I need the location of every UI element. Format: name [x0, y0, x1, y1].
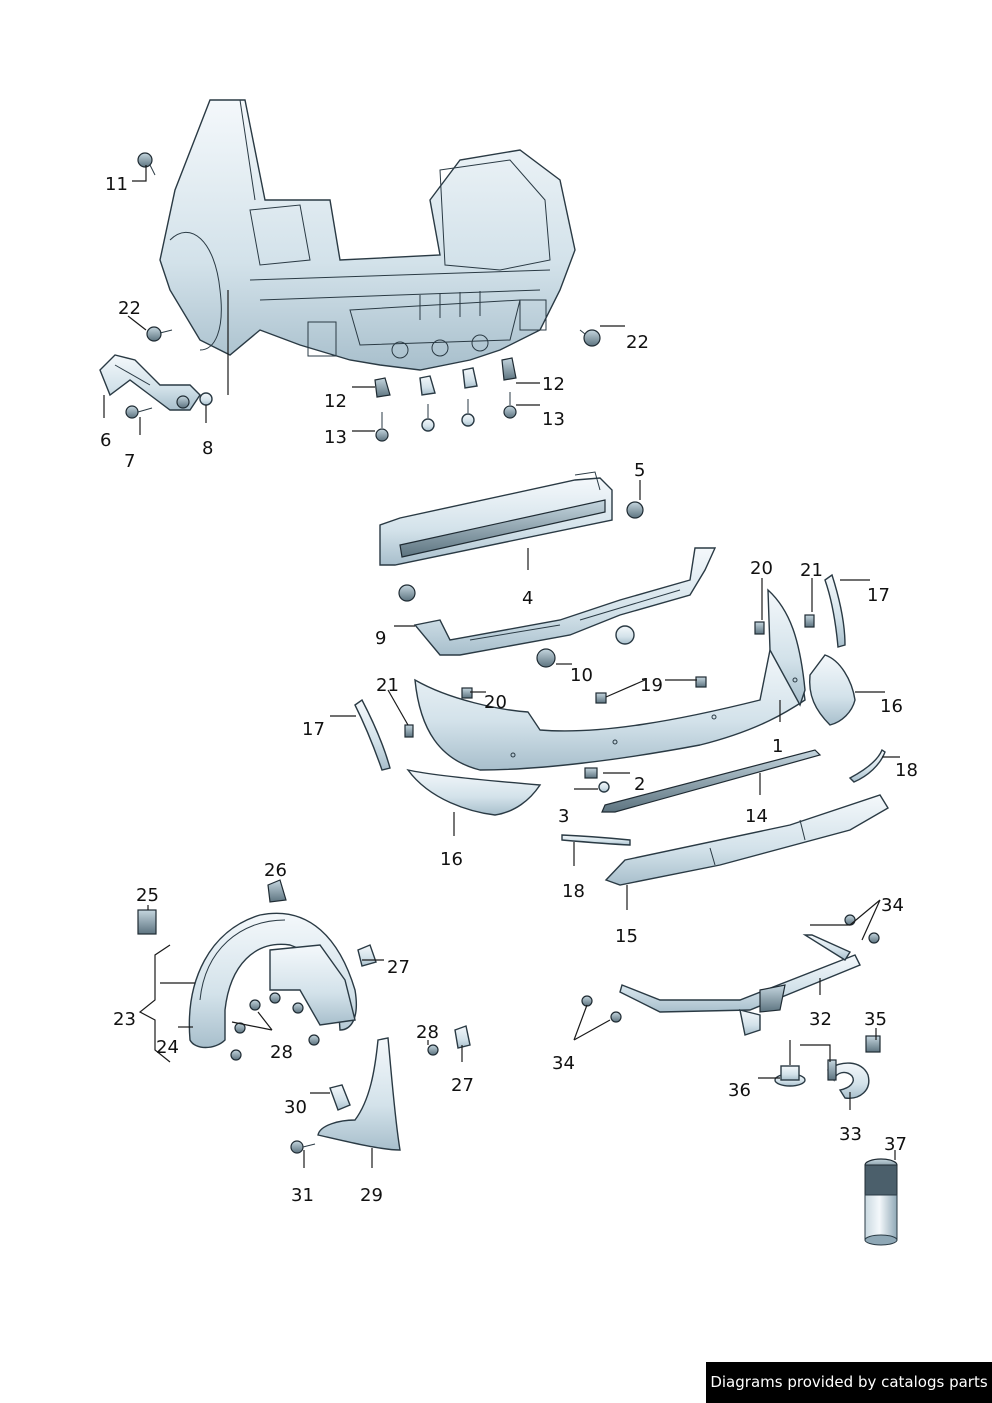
corner-covers — [406, 654, 856, 816]
callout-27-upper: 27 — [387, 957, 410, 978]
bumper-cover — [414, 588, 806, 771]
callout-31: 31 — [291, 1185, 314, 1206]
callout-30: 30 — [284, 1097, 307, 1118]
callout-13-left: 13 — [324, 427, 347, 448]
callout-9: 9 — [375, 628, 386, 649]
callout-16-right: 16 — [880, 696, 903, 717]
tow-bar-assembly — [581, 914, 881, 1099]
callout-36: 36 — [728, 1080, 751, 1101]
callout-5: 5 — [634, 460, 645, 481]
rear-body-shell — [159, 99, 576, 371]
callout-34-left: 34 — [552, 1053, 575, 1074]
clips-and-screws — [374, 357, 517, 442]
bumper-guide-bracket — [413, 547, 717, 668]
callout-25: 25 — [136, 885, 159, 906]
credit-banner: Diagrams provided by catalogs parts — [706, 1362, 992, 1403]
leader-lines — [103, 165, 900, 1168]
callout-6: 6 — [100, 430, 111, 451]
callout-26: 26 — [264, 860, 287, 881]
rear-diffuser — [604, 794, 889, 886]
callout-3: 3 — [558, 806, 569, 827]
callout-21-left: 21 — [376, 675, 399, 696]
callout-4: 4 — [522, 588, 533, 609]
callout-21-right: 21 — [800, 560, 823, 581]
callout-11: 11 — [105, 174, 128, 195]
callout-13-right: 13 — [542, 409, 565, 430]
callout-18-left: 18 — [562, 881, 585, 902]
callout-10: 10 — [570, 665, 593, 686]
callout-28-right: 28 — [416, 1022, 439, 1043]
callout-37: 37 — [884, 1134, 907, 1155]
callout-19: 19 — [640, 675, 663, 696]
wheel-housing-liner — [137, 879, 471, 1061]
callout-16-left: 16 — [440, 849, 463, 870]
callout-20-left: 20 — [484, 692, 507, 713]
callout-17-right: 17 — [867, 585, 890, 606]
callout-12-right: 12 — [542, 374, 565, 395]
callout-27-lower: 27 — [451, 1075, 474, 1096]
spray-can — [864, 1158, 898, 1246]
callout-8: 8 — [202, 438, 213, 459]
callout-22-left: 22 — [118, 298, 141, 319]
callout-15: 15 — [615, 926, 638, 947]
callout-28-left: 28 — [270, 1042, 293, 1063]
callout-17-left: 17 — [302, 719, 325, 740]
callout-34-right: 34 — [881, 895, 904, 916]
callout-35: 35 — [864, 1009, 887, 1030]
callout-2: 2 — [634, 774, 645, 795]
callout-23: 23 — [113, 1009, 136, 1030]
callout-labels: 11 22 22 6 7 8 12 12 13 13 5 4 9 10 20 2… — [100, 174, 918, 1206]
callout-22-right: 22 — [626, 332, 649, 353]
mud-flap — [290, 1037, 401, 1154]
bumper-retainers — [404, 614, 815, 793]
callout-7: 7 — [124, 451, 135, 472]
callout-32: 32 — [809, 1009, 832, 1030]
upper-left-hardware — [99, 152, 601, 419]
callout-24: 24 — [156, 1037, 179, 1058]
callout-18-right: 18 — [895, 760, 918, 781]
callout-1: 1 — [772, 736, 783, 757]
moulding-strips — [561, 748, 886, 846]
callout-14: 14 — [745, 806, 768, 827]
bumper-impact-beam — [379, 471, 644, 602]
callout-20-right: 20 — [750, 558, 773, 579]
callout-29: 29 — [360, 1185, 383, 1206]
callout-33: 33 — [839, 1124, 862, 1145]
callout-12-left: 12 — [324, 391, 347, 412]
side-trim-strips — [354, 573, 846, 771]
